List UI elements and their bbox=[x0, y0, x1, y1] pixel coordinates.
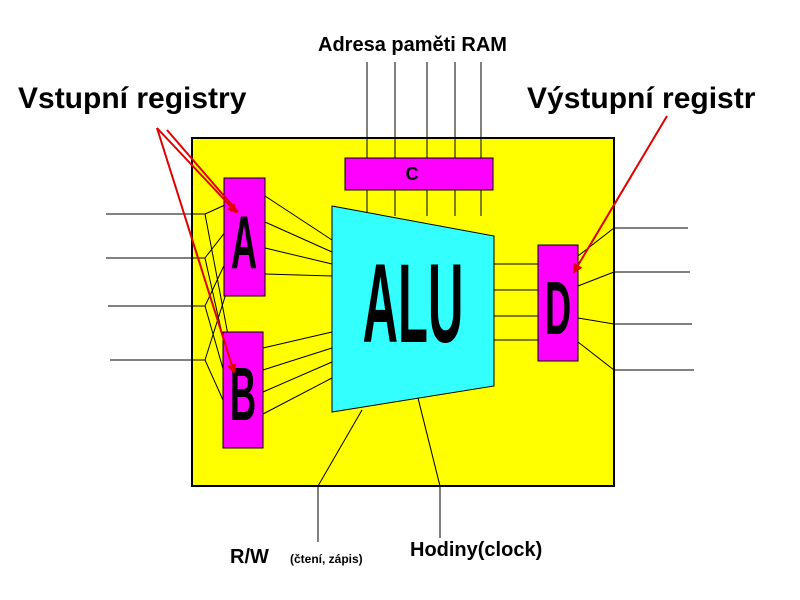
clock-label: Hodiny(clock) bbox=[410, 539, 542, 561]
arrow-to-d bbox=[572, 115, 668, 274]
register-b-label: B bbox=[230, 351, 256, 436]
register-b bbox=[222, 331, 264, 449]
control-lines bbox=[317, 397, 441, 542]
rw-note-label: (čtení, zápis) bbox=[290, 552, 363, 566]
inputs-label: Vstupní registry bbox=[18, 82, 247, 115]
register-d-label: D bbox=[545, 265, 571, 350]
arrow-to-a bbox=[156, 127, 238, 214]
alu-to-d-lines bbox=[494, 263, 538, 341]
address-label: Adresa paměti RAM bbox=[318, 34, 507, 56]
output-lines bbox=[577, 227, 694, 371]
annotation-arrows bbox=[156, 115, 668, 374]
arrow-to-b bbox=[156, 127, 237, 374]
register-c bbox=[344, 157, 494, 191]
register-c-label: C bbox=[406, 164, 419, 184]
a-to-alu-lines bbox=[264, 195, 333, 277]
register-d bbox=[537, 244, 579, 362]
alu-label: ALU bbox=[363, 242, 464, 366]
output-label: Výstupní registr bbox=[527, 82, 756, 115]
register-a bbox=[223, 177, 266, 297]
alu-block bbox=[331, 205, 495, 413]
arrow-to-a-2 bbox=[166, 129, 239, 213]
b-to-alu-lines bbox=[262, 331, 333, 415]
rw-label: R/W bbox=[230, 546, 269, 568]
